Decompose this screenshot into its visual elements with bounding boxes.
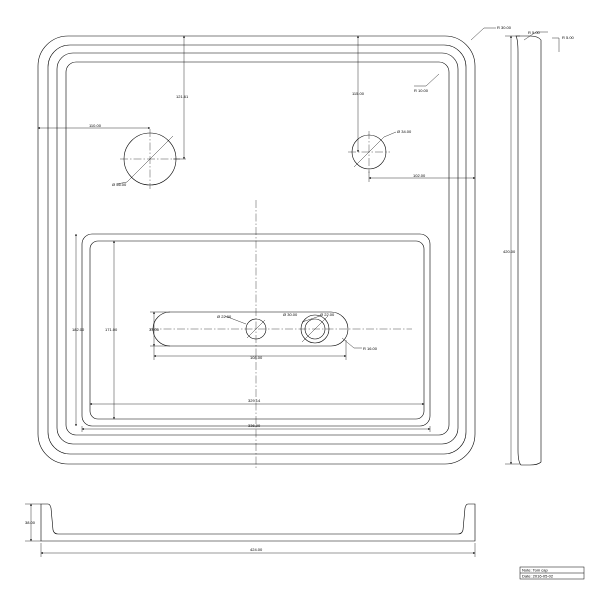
front-view [25,503,476,557]
dim-hole2-from-top: 115.00 [352,91,365,96]
dim-hole1-from-left: 110.00 [89,123,102,128]
dim-r-side-top: R 5.00 [528,30,541,35]
basin-inner [89,240,425,420]
dim-basin-inner-width: 329.14 [248,398,261,403]
dim-basin-height: 182.00 [72,327,85,332]
title-block [519,566,585,580]
dim-r-side-bottom: R 5.00 [562,35,575,40]
drain-slot [152,311,349,347]
dim-slot-end-radius: R 16.00 [363,346,378,351]
dim-overall-height: 420.00 [503,249,516,254]
tray-outer-outline [37,35,476,465]
dim-slot-hole-right-outer-dia: Ø 30.00 [283,312,298,317]
dim-r-outer-corner: R 30.00 [497,25,512,30]
dim-slot-hole-right-inner-dia: Ø 22.00 [320,312,335,317]
dimension-lines [37,27,520,465]
dim-hole1-from-top: 121.61 [176,94,189,99]
tray-ring-2 [56,52,459,445]
dimension-labels: R 30.00 R 10.00 R 5.00 R 5.00 121.61 110… [25,25,575,552]
hole-diameter-lines [126,135,385,343]
dim-hole2-from-right: 102.00 [413,173,426,178]
side-view [515,31,560,466]
dim-slot-length: 108.00 [250,355,263,360]
dim-slot-hole-left-dia: Ø 22.00 [217,314,232,319]
dim-basin-outer-width: 336.00 [248,423,261,428]
title-date: Date: 2016-05-02 [522,574,554,579]
tray-ring-1 [47,44,467,455]
dim-front-width: 424.00 [250,547,263,552]
tray-inner-floor [65,61,450,436]
dim-basin-inner-height: 171.00 [105,327,118,332]
dim-hole2-dia: Ø 34.00 [397,129,412,134]
title-block-text: Note: Tom cap Date: 2016-05-02 [522,568,554,579]
dim-slot-height: 33.00 [149,327,160,332]
dim-front-height: 38.00 [25,520,36,525]
dim-r-inner-corner: R 10.00 [414,88,429,93]
title-name: Note: Tom cap [522,568,548,573]
dim-hole1-dia: Ø 56.00 [112,182,127,187]
